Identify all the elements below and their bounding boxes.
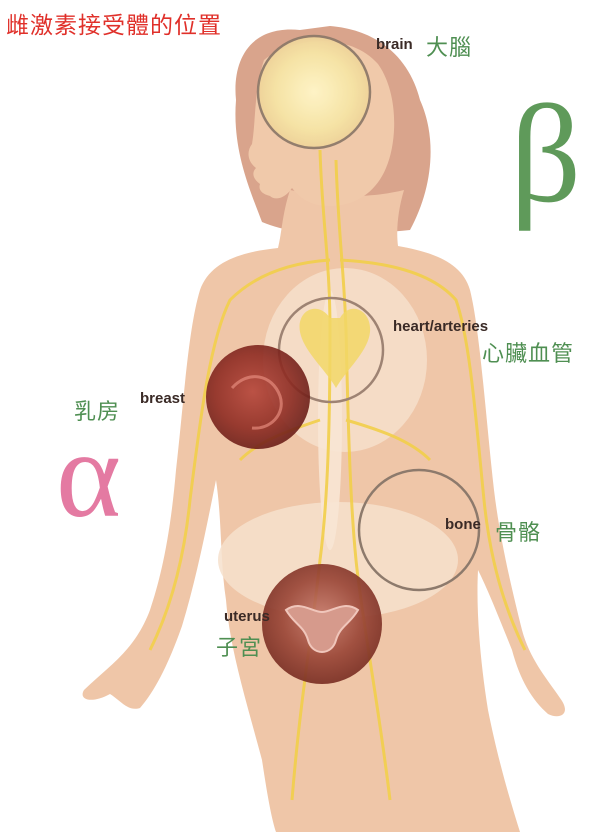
page-title: 雌激素接受體的位置 — [6, 6, 222, 40]
uterus-label-en: uterus — [224, 608, 270, 625]
breast-label-zh: 乳房 — [74, 394, 120, 426]
brain-label-zh: 大腦 — [426, 30, 472, 62]
heart-label-zh: 心臟血管 — [482, 336, 574, 368]
bone-label-zh: 骨骼 — [495, 515, 541, 547]
heart-label-en: heart/arteries — [393, 318, 488, 335]
beta-symbol: β — [510, 80, 581, 230]
breast-label-en: breast — [140, 390, 185, 407]
alpha-symbol: α — [56, 405, 121, 545]
breast-receptor-circle — [206, 345, 310, 449]
brain-label-en: brain — [376, 36, 413, 53]
bone-label-en: bone — [445, 516, 481, 533]
uterus-label-zh: 子宮 — [216, 630, 262, 662]
brain-receptor-circle — [258, 36, 370, 148]
